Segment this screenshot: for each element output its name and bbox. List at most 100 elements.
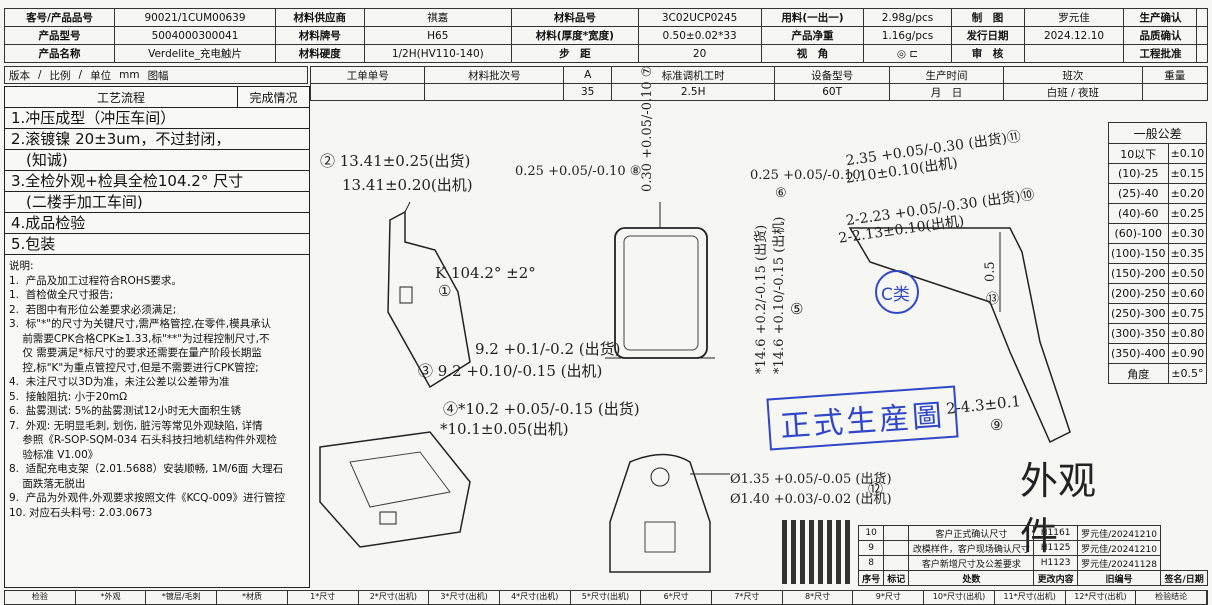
- revision-cell: H1125: [1033, 540, 1078, 556]
- strip-cell: *镀层/毛刺: [146, 591, 218, 604]
- front-view-outer: [614, 227, 708, 359]
- header-cell: 祺嘉: [363, 8, 512, 27]
- revision-cell: H1123: [1033, 555, 1078, 571]
- process-step: (二楼手加工车间): [5, 192, 309, 213]
- dim-13-num: ⑬: [986, 292, 1000, 307]
- notes: 说明:1. 产品及加工过程符合ROHS要求。1. 首检做全尺寸报告;2. 若图中…: [5, 255, 309, 524]
- note-line: 1. 产品及加工过程符合ROHS要求。: [9, 274, 182, 287]
- strip-cell: 3*尺寸(出机): [429, 591, 500, 604]
- header-cell: 材料硬度: [275, 44, 365, 63]
- strip-cell: 7*尺寸: [712, 591, 783, 604]
- header-cell: 发行日期: [950, 26, 1025, 45]
- revision-header: 序号: [857, 570, 885, 586]
- note-line: 5. 接触阻抗: 小于20mΩ: [9, 390, 128, 403]
- revision-cell: 罗元佳/20241210: [1076, 525, 1162, 541]
- header-cell: 罗元佳: [1023, 8, 1125, 27]
- tab-hole: [650, 467, 670, 487]
- dim-12-machine: Ø1.40 +0.03/-0.02 (出机): [730, 492, 892, 507]
- header-cell: 材料(厚度*宽度): [510, 26, 639, 45]
- revision-cell: 罗元佳/20241128: [1076, 555, 1162, 571]
- dim-13: 0.5: [983, 261, 998, 282]
- revision-cell: [883, 555, 910, 571]
- dim-6: 0.25 +0.05/-0.10: [750, 168, 861, 183]
- header-cell: 产品型号: [4, 26, 115, 45]
- note-line: 仅 需要满足*标尺寸的要求还需要在量产阶段长期监: [9, 347, 262, 359]
- scale-label: 比例: [49, 69, 71, 82]
- strip-cell: 2*尺寸(出机): [359, 591, 430, 604]
- dim-5-num: ⑤: [790, 300, 804, 318]
- dim-12-ship: Ø1.35 +0.05/-0.05 (出货): [730, 472, 892, 487]
- header-cell: 材料供应商: [275, 8, 365, 27]
- header-cell: [1196, 8, 1208, 27]
- version-label: 版本: [9, 69, 30, 82]
- header-cell: [1196, 26, 1208, 45]
- revision-cell: 8: [857, 555, 885, 571]
- header-cell: H65: [363, 26, 512, 45]
- process-step: (知诚): [5, 150, 309, 171]
- header-cell: 1/2H(HV110-140): [363, 44, 512, 63]
- strip-cell: 11*尺寸(出机): [995, 591, 1066, 604]
- tolerance-cell: (300)-350: [1108, 323, 1169, 344]
- process-step: 5.包装: [5, 234, 309, 255]
- class-circle: [875, 270, 919, 314]
- strip-cell: 1*尺寸: [288, 591, 359, 604]
- process-steps: 1.冲压成型（冲压车间）2.滚镀镍 20±3um，不过封闭， (知诚)3.全检外…: [5, 108, 309, 255]
- part-drawing: [319, 201, 1071, 573]
- revision-header: 处数: [908, 570, 1035, 586]
- order-value: [309, 83, 426, 101]
- order-value: [1141, 83, 1209, 101]
- strip-cell: 5*尺寸(出机): [571, 591, 642, 604]
- revision-cell: 罗元佳/20241210: [1076, 540, 1162, 556]
- strip-cell: *材质: [217, 591, 288, 604]
- note-line: 7. 外观: 无明显毛刺, 划伤, 脏污等常见外观缺陷, 详情: [9, 419, 263, 432]
- order-header: 工单单号: [309, 66, 426, 84]
- header-cell: 生产确认: [1123, 8, 1198, 27]
- header-cell: 5004000300041: [113, 26, 277, 45]
- dim-6-num: ⑥: [775, 186, 787, 201]
- note-line: 说明:: [9, 260, 34, 272]
- tolerance-cell: ±0.15: [1167, 163, 1208, 184]
- right-view-shape: [848, 227, 1071, 444]
- header-cell: 3C02UCP0245: [637, 8, 762, 27]
- note-line: 10. 对应石头料号: 2.03.0673: [9, 506, 153, 519]
- process-step: 3.全检外观+检具全检104.2° 尺寸: [5, 171, 309, 192]
- note-line: 验标准 V1.00》: [9, 448, 99, 461]
- note-line: 8. 适配充电支架（2.01.5688）安装顺畅, 1M/6面 大理石: [9, 463, 284, 475]
- dim-8: 0.25 +0.05/-0.10 ⑧: [515, 164, 642, 179]
- tolerance-cell: ±0.60: [1167, 283, 1208, 304]
- process-step: 4.成品检验: [5, 213, 309, 234]
- revision-header: 标记: [883, 570, 910, 586]
- header-cell: [1023, 44, 1125, 63]
- tolerance-cell: (100)-150: [1108, 243, 1169, 264]
- note-line: 控,标"K"为重点管控尺寸,但是不需要进行CPK管控;: [9, 361, 259, 374]
- header-cell: 0.50±0.02*33: [637, 26, 762, 45]
- note-line: 3. 标"*"的尺寸为关键尺寸,需严格管控,在零件,模具承认: [9, 318, 272, 330]
- process-header: 工艺流程 完成情况: [5, 87, 309, 108]
- revision-header: 签名/日期: [1160, 570, 1208, 586]
- header-cell: 品质确认: [1123, 26, 1198, 45]
- revision-header: 旧编号: [1076, 570, 1162, 586]
- header-cell: 产品名称: [4, 44, 115, 63]
- tolerance-cell: ±0.30: [1167, 223, 1208, 244]
- process-step: 2.滚镀镍 20±3um，不过封闭，: [5, 129, 309, 150]
- revision-cell: 9: [857, 540, 885, 556]
- strip-cell: 9*尺寸: [853, 591, 925, 604]
- strip-cell: 8*尺寸: [783, 591, 854, 604]
- tolerance-cell: (250)-300: [1108, 303, 1169, 324]
- order-header: 生产时间: [888, 66, 1005, 84]
- header-cell: 2024.12.10: [1023, 26, 1125, 45]
- iso-view-shape: [319, 431, 471, 548]
- header-cell: 视 角: [760, 44, 865, 63]
- drawing-area: ② 13.41±0.25(出货) 13.41±0.20(出机) 0.25 +0.…: [310, 66, 1108, 586]
- tolerance-cell: ±0.35: [1167, 243, 1208, 264]
- note-line: 6. 盐雾测试: 5%的盐雾测试12小时无大面积生锈: [9, 405, 242, 417]
- header-cell: 材料品号: [510, 8, 639, 27]
- version-value: /: [38, 69, 42, 81]
- class-mark: C类: [881, 285, 910, 305]
- tolerance-cell: 10以下: [1108, 143, 1169, 164]
- unit-label: 单位: [90, 69, 112, 82]
- side-view-shape: [387, 210, 471, 389]
